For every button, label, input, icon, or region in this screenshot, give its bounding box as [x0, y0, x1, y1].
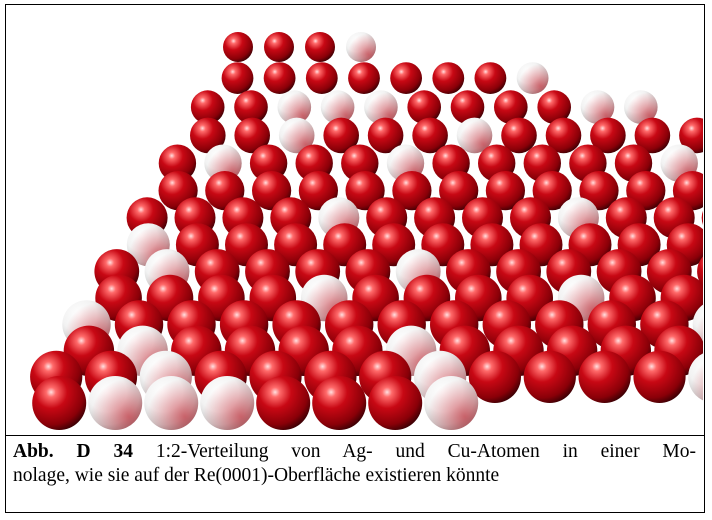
ag-atom-reflection — [516, 62, 549, 94]
cu-atom — [234, 90, 268, 124]
cu-atom — [392, 171, 432, 211]
cu-atom — [234, 117, 270, 154]
cu-atom — [367, 117, 404, 154]
cu-atom — [348, 62, 380, 94]
caption-divider — [6, 435, 704, 436]
ag-atom-reflection — [624, 90, 658, 124]
cu-atom — [432, 62, 465, 94]
ag-atom-reflection — [144, 376, 199, 430]
cu-atom — [474, 62, 507, 94]
cu-atom — [305, 32, 335, 62]
cu-atom — [323, 117, 360, 154]
cu-atom — [523, 350, 576, 403]
cu-atom — [221, 62, 254, 94]
ag-atom-reflection — [580, 90, 615, 124]
cu-atom — [537, 90, 571, 124]
ag-atom-reflection — [688, 353, 703, 401]
cu-atom — [468, 350, 521, 403]
cu-atom — [697, 256, 703, 287]
cu-atom — [501, 117, 537, 154]
atom-monolayer-model — [30, 32, 703, 430]
ag-atom-reflection — [200, 376, 255, 430]
ag-atom-reflection — [88, 376, 143, 430]
cu-atom — [305, 62, 338, 94]
figure-frame: Abb. D 34 1:2-Verteilung von Ag- und Cu-… — [5, 4, 705, 513]
cu-atom — [190, 117, 226, 154]
ag-atom-reflection — [346, 32, 376, 62]
ag-atom-reflection — [424, 376, 479, 430]
cu-atom — [263, 62, 296, 94]
cu-atom — [494, 90, 528, 124]
cu-atom — [532, 171, 572, 211]
cu-atom — [679, 117, 703, 154]
cu-atom — [32, 376, 87, 430]
cu-atom — [190, 90, 225, 124]
ag-atom-reflection — [320, 90, 355, 124]
cu-atom — [390, 62, 422, 94]
cu-atom — [368, 376, 423, 430]
caption-line-1: Abb. D 34 1:2-Verteilung von Ag- und Cu-… — [13, 440, 696, 464]
cu-atom — [590, 117, 626, 154]
caption-label: Abb. D 34 — [13, 441, 133, 462]
cu-atom — [485, 171, 525, 211]
cu-atom — [633, 350, 686, 403]
ag-atom-reflection — [277, 90, 312, 124]
cu-atom — [701, 210, 703, 225]
cu-atom — [439, 171, 479, 211]
cu-atom — [264, 32, 294, 62]
cu-atom — [345, 171, 385, 211]
cu-atom — [312, 376, 367, 430]
ag-atom-reflection — [364, 90, 398, 124]
ag-atom-reflection — [456, 117, 493, 154]
cu-atom — [634, 117, 671, 154]
caption-line-2: nolage, wie sie auf der Re(0001)-Oberflä… — [13, 465, 500, 486]
cu-atom — [223, 32, 253, 62]
cu-atom — [450, 90, 485, 124]
figure-illustration — [6, 5, 703, 434]
figure-caption: Abb. D 34 1:2-Verteilung von Ag- und Cu-… — [13, 440, 696, 488]
cu-atom — [578, 350, 631, 403]
caption-text-1: 1:2-Verteilung von Ag- und Cu-Atomen in … — [155, 441, 697, 462]
ag-atom-reflection — [278, 117, 315, 154]
cu-atom — [412, 117, 448, 154]
cu-atom — [407, 90, 442, 124]
cu-atom — [158, 144, 197, 182]
cu-atom — [256, 376, 311, 430]
cu-atom — [545, 117, 582, 154]
